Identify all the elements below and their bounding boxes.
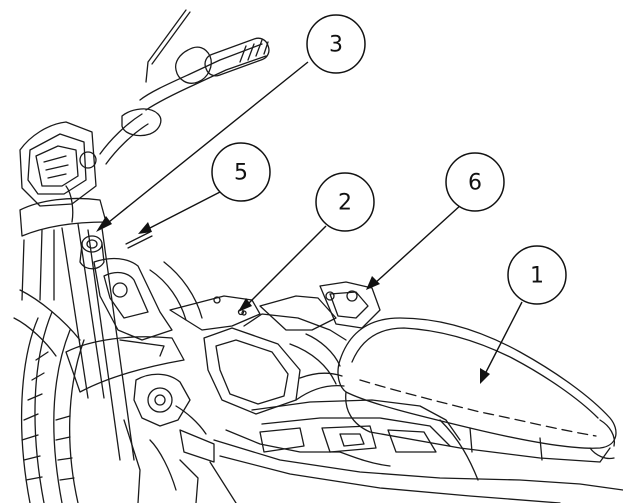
leader-line-5 xyxy=(145,191,221,231)
seat xyxy=(337,317,617,463)
callout-label-5: 5 xyxy=(234,161,248,186)
callout-circle-1 xyxy=(507,245,567,305)
callout-label-2: 2 xyxy=(338,191,352,216)
leader-lines xyxy=(103,61,523,377)
central-frame xyxy=(169,281,381,415)
seat-support xyxy=(289,333,345,401)
callout-label-3: 3 xyxy=(329,33,343,58)
front-fairing xyxy=(65,257,203,393)
arrowhead-5 xyxy=(138,222,152,234)
callout-circle-6 xyxy=(445,152,505,212)
arrowheads xyxy=(96,216,490,384)
instrument-cluster xyxy=(19,121,107,237)
arrowhead-1 xyxy=(480,368,490,384)
callout-circles xyxy=(211,14,567,305)
callout-circle-5 xyxy=(211,142,271,202)
front-wheel xyxy=(20,311,85,503)
callout-label-1: 1 xyxy=(530,264,544,289)
motorcycle-line-art xyxy=(13,9,623,503)
front-fork xyxy=(13,223,135,461)
arrowhead-3 xyxy=(96,216,112,232)
leader-line-6 xyxy=(373,203,463,285)
leader-line-1 xyxy=(483,301,523,377)
arrowhead-2 xyxy=(238,298,252,312)
leader-line-3 xyxy=(103,61,309,227)
handlebar xyxy=(99,9,270,165)
arrowhead-6 xyxy=(366,276,380,290)
callout-circle-3 xyxy=(306,14,366,74)
callout-label-6: 6 xyxy=(468,171,482,196)
leader-line-2 xyxy=(245,225,327,307)
locating-pin xyxy=(125,231,153,249)
callout-circle-2 xyxy=(315,172,375,232)
engine-area xyxy=(123,373,341,503)
